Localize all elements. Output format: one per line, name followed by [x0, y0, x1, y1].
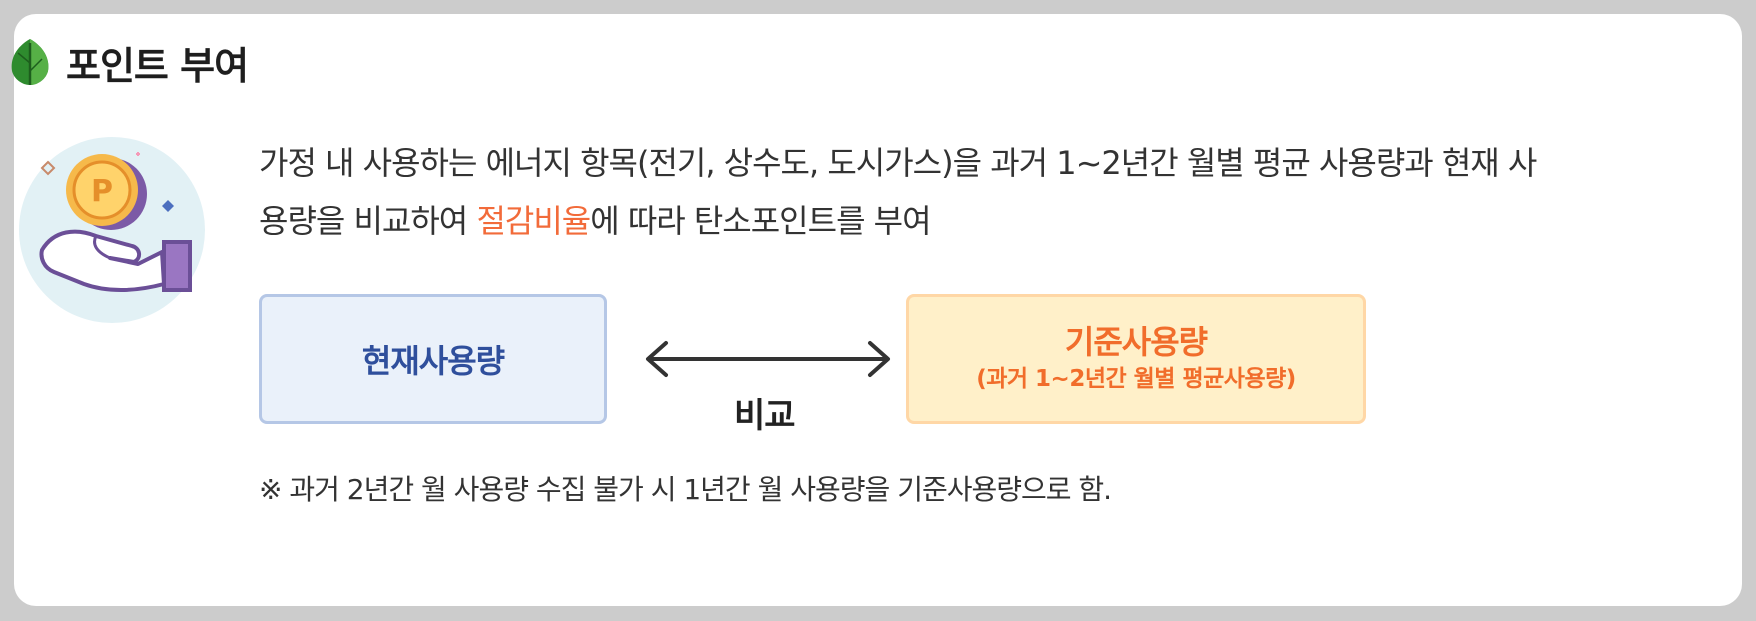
description-line-2: 용량을 비교하여 절감비율에 따라 탄소포인트를 부여: [259, 192, 1689, 250]
hand-holding-point-coin-icon: P: [19, 137, 205, 323]
description-line-2-start: 용량을 비교하여: [259, 202, 477, 240]
current-usage-label: 현재사용량: [361, 342, 505, 380]
baseline-usage-sublabel: (과거 1~2년간 월별 평균사용량): [976, 366, 1296, 392]
page-title: 포인트 부여: [66, 43, 249, 88]
savings-ratio-highlight: 절감비율: [476, 202, 591, 240]
description-line-1: 가정 내 사용하는 에너지 항목(전기, 상수도, 도시가스)을 과거 1~2년…: [259, 144, 1537, 182]
compare-label: 비교: [734, 396, 796, 436]
baseline-usage-box: 기준사용량 (과거 1~2년간 월별 평균사용량): [906, 294, 1366, 424]
description-line-2-end: 에 따라 탄소포인트를 부여: [590, 202, 931, 240]
content-card: 포인트 부여 P 가정 내 사용하는 에너지 항목(전기, 상수도, 도시가스)…: [11, 14, 1742, 606]
footnote: ※ 과거 2년간 월 사용량 수집 불가 시 1년간 월 사용량을 기준사용량으…: [259, 473, 1112, 506]
leaf-icon: [11, 39, 49, 85]
svg-text:P: P: [91, 174, 113, 209]
double-arrow-icon: [646, 341, 890, 377]
current-usage-box: 현재사용량: [259, 294, 607, 424]
section-header: 포인트 부여: [11, 34, 249, 90]
baseline-usage-label: 기준사용량: [1064, 323, 1208, 361]
description-text: 가정 내 사용하는 에너지 항목(전기, 상수도, 도시가스)을 과거 1~2년…: [259, 134, 1689, 250]
